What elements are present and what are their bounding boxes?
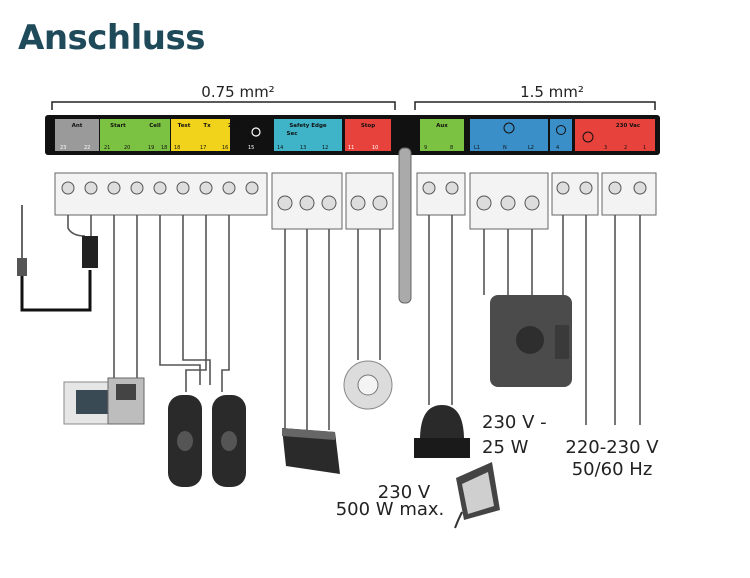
group-label-stop: Stop — [361, 123, 375, 129]
key-icon — [251, 127, 261, 137]
beacon-icon — [414, 405, 470, 458]
pin-label: 12 — [322, 145, 328, 151]
motor-symbol-icon — [503, 122, 515, 134]
terminal-group-aux — [420, 119, 464, 151]
pin-label: 11 — [348, 145, 354, 151]
pin-label: 17 — [200, 145, 206, 151]
terminal-group-ant — [55, 119, 99, 151]
group-label-24v: 24V — [228, 123, 241, 129]
terminal-group-stop — [345, 119, 391, 151]
lamp-symbol-icon — [556, 125, 566, 135]
terminal-group-mains — [575, 119, 655, 151]
bracket-right — [414, 101, 656, 110]
beacon-voltage-label: 230 V - — [482, 412, 547, 433]
terminal-group-safety-edge — [274, 119, 342, 151]
group-label-230vac: 230 Vac — [616, 123, 640, 129]
terminal-block-light — [551, 172, 599, 216]
photocell-icon — [168, 395, 246, 487]
terminal-group-24v-dark — [230, 119, 269, 151]
pin-label: 20 — [124, 145, 130, 151]
group-label-ant: Ant — [72, 123, 83, 129]
bracket-left — [51, 101, 396, 110]
pin-label: 2 — [624, 145, 627, 151]
safety-edge-icon — [282, 428, 340, 474]
pin-label: 16 — [222, 145, 228, 151]
pin-label: 22 — [84, 145, 90, 151]
terminal-block-low-voltage — [54, 172, 268, 216]
floodlight-voltage-label: 230 V — [378, 482, 431, 503]
pin-label: 3 — [604, 145, 607, 151]
terminal-block-motor — [469, 172, 549, 230]
group-label-safety-edge: Safety Edge — [289, 123, 327, 129]
pin-label: 14 — [277, 145, 283, 151]
terminal-block-mains — [601, 172, 657, 216]
terminal-block-safety-edge — [271, 172, 343, 230]
terminal-group-motor — [470, 119, 548, 151]
floodlight-power-label: 500 W max. — [336, 499, 445, 520]
group-label-start: Start — [110, 123, 126, 129]
pin-label: 18 — [174, 145, 180, 151]
pin-label: 9 — [424, 145, 427, 151]
pin-label: 18 — [161, 145, 167, 151]
group-label-test: Test — [178, 123, 191, 129]
group-sublabel-sec: Sec — [287, 131, 298, 137]
pin-label: N — [503, 145, 507, 151]
cable-section-right: 1.5 mm² — [520, 83, 584, 101]
pin-label: 10 — [372, 145, 378, 151]
pin-label: 13 — [300, 145, 306, 151]
cable-section-left: 0.75 mm² — [201, 83, 274, 101]
beacon-power-label: 25 W — [482, 437, 529, 458]
pin-label: L2 — [528, 145, 534, 151]
mains-frequency-label: 50/60 Hz — [572, 459, 653, 480]
group-label-cell: Cell — [149, 123, 161, 129]
group-label-tx: Tx — [203, 123, 211, 129]
pin-label: 4 — [556, 145, 559, 151]
intercom-icon — [63, 377, 145, 425]
pin-label: 23 — [60, 145, 66, 151]
antenna-icon — [17, 205, 98, 312]
stop-button-icon — [343, 360, 393, 410]
pin-label: 15 — [248, 145, 254, 151]
terminal-group-start-cell — [100, 119, 170, 151]
group-label-aux: Aux — [436, 123, 448, 129]
mains-voltage-label: 220-230 V — [565, 437, 659, 458]
earth-symbol-icon — [582, 131, 594, 143]
pin-label: L1 — [474, 145, 480, 151]
pin-label: 8 — [450, 145, 453, 151]
terminal-block-stop — [345, 172, 394, 230]
pin-label: 21 — [104, 145, 110, 151]
motor-icon — [490, 295, 572, 387]
page-title: Anschluss — [18, 18, 205, 58]
pin-label: 19 — [148, 145, 154, 151]
cable-gland — [398, 147, 412, 304]
floodlight-icon — [454, 462, 500, 529]
terminal-block-aux — [416, 172, 466, 216]
pin-label: 1 — [643, 145, 646, 151]
